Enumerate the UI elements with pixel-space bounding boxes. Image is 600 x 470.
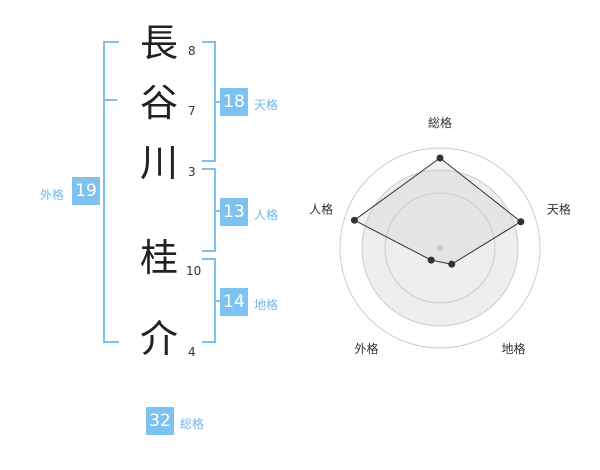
chikaku-bracket (202, 258, 216, 343)
jinkaku-label: 人格 (254, 208, 279, 222)
gaikaku-score: 19 (72, 177, 100, 205)
tenkaku-bracket-tick (216, 101, 220, 103)
name-char-2: 谷 (140, 81, 179, 125)
radar-axis-label-1: 総格 (428, 115, 452, 130)
radar-series-polygon (353, 157, 522, 265)
soukaku-label: 総格 (180, 417, 205, 431)
jinkaku-bracket (202, 168, 216, 252)
radar-point-1 (436, 154, 444, 162)
gaikaku-bracket (103, 41, 119, 343)
tenkaku-score: 18 (220, 88, 248, 116)
jinkaku-bracket-tick (216, 210, 220, 212)
gaikaku-label: 外格 (40, 188, 65, 202)
name-char-3: 川 (140, 141, 179, 185)
name-char-1: 長 (140, 21, 179, 65)
radar-point-5 (350, 216, 358, 224)
chikaku-bracket-tick (216, 300, 220, 302)
tenkaku-bracket (202, 41, 216, 162)
radar-axis-label-3: 地格 (501, 341, 525, 356)
radar-ring-4 (339, 147, 541, 349)
radar-point-2 (517, 218, 525, 226)
name-char-4: 桂 (140, 236, 179, 280)
radar-point-4 (427, 256, 435, 264)
jinkaku-score: 13 (220, 198, 248, 226)
name-char-5: 介 (140, 317, 179, 361)
gaikaku-bracket-mid (103, 99, 117, 101)
stroke-count-1: 8 (188, 44, 196, 58)
stroke-count-4: 10 (186, 264, 202, 278)
stroke-count-5: 4 (188, 345, 196, 359)
chikaku-label: 地格 (254, 298, 279, 312)
radar-axis-label-4: 外格 (355, 341, 379, 356)
radar-inner-ring (384, 192, 496, 304)
soukaku-score: 32 (146, 407, 174, 435)
radar-point-3 (448, 260, 456, 268)
tenkaku-label: 天格 (254, 98, 279, 112)
radar-center-dot (437, 245, 443, 251)
radar-axis-label-2: 天格 (547, 201, 571, 216)
stroke-count-3: 3 (188, 165, 196, 179)
stroke-count-2: 7 (188, 104, 196, 118)
radar-axis-label-5: 人格 (309, 201, 333, 216)
chikaku-score: 14 (220, 288, 248, 316)
